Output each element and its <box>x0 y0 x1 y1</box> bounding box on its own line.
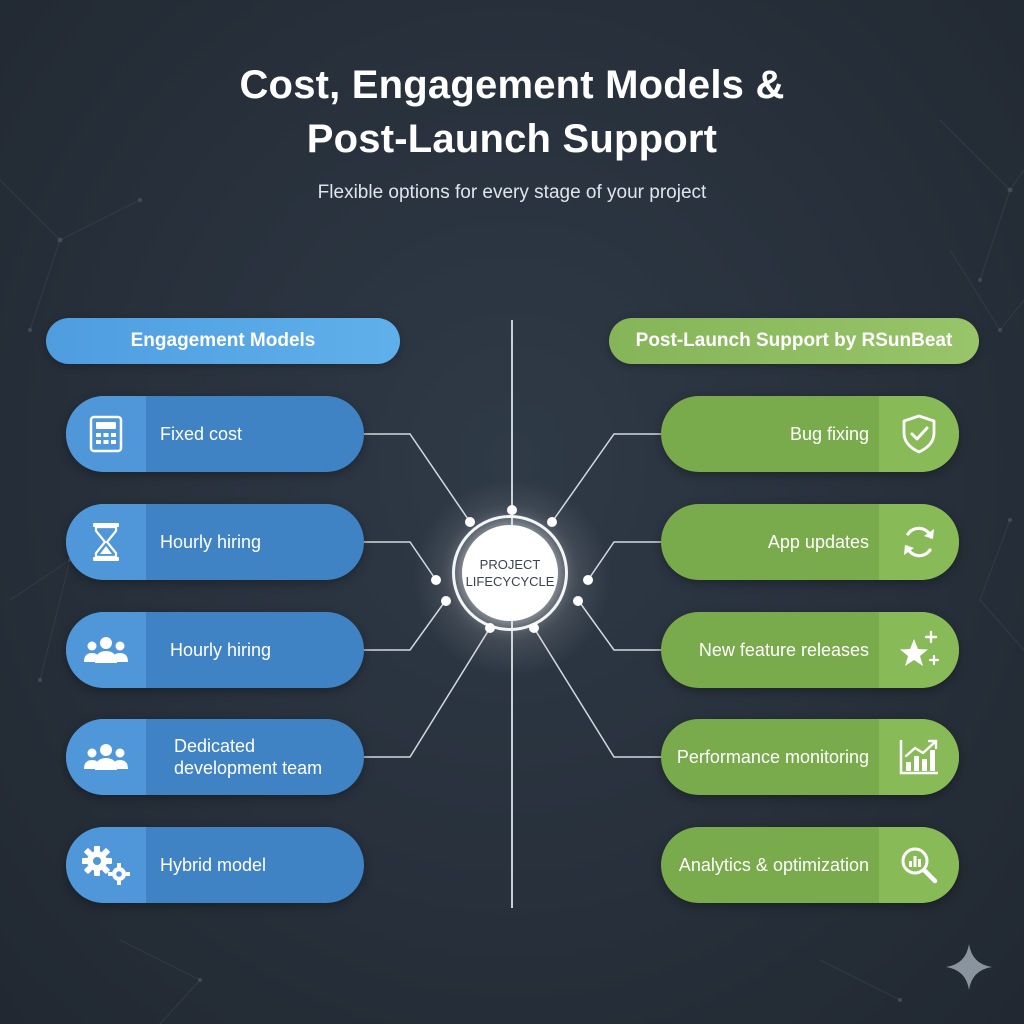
support-item-label: Analytics & optimization <box>678 855 869 875</box>
engagement-item-label: Hybrid model <box>160 855 267 875</box>
project-lifecycle-hub: PROJECT LIFECYCYCLE <box>462 525 558 621</box>
page-subtitle: Flexible options for every stage of your… <box>317 182 707 203</box>
engagement-item-fixed-cost: Fixed cost <box>66 396 364 472</box>
hub-label-line-2: LIFECYCYCLE <box>465 574 555 589</box>
engagement-item-label: Dedicated development team <box>174 736 323 778</box>
hub-node <box>547 517 557 527</box>
hub-ring <box>452 515 568 631</box>
magnifier-chart-icon <box>901 847 938 884</box>
support-item-label: Bug fixing <box>789 424 869 444</box>
hub-node <box>431 575 441 585</box>
page-title-line-2: Post-Launch Support <box>306 117 718 161</box>
support-item-label: Performance monitoring <box>676 747 869 767</box>
refresh-icon <box>904 526 934 558</box>
support-item-app-updates: App updates <box>661 504 959 580</box>
hub-node <box>485 623 495 633</box>
support-item-label: App updates <box>767 532 869 552</box>
support-item-analytics-optimization: Analytics & optimization <box>661 827 959 903</box>
engagement-item-hourly-hiring: Hourly hiring <box>66 504 364 580</box>
page-title-line-1: Cost, Engagement Models & <box>239 63 785 107</box>
hub-node <box>529 623 539 633</box>
hub-label-line-1: PROJECT <box>479 557 541 572</box>
team-icon <box>84 637 128 663</box>
calculator-icon <box>89 415 123 453</box>
post-launch-support-header: Post-Launch Support by RSunBeat <box>609 318 979 364</box>
bar-chart-icon <box>899 739 938 775</box>
support-item-new-feature-releases: New feature releases <box>661 612 959 688</box>
engagement-item-dedicated-team: Dedicated development team <box>66 719 364 795</box>
star-sparkle-icon <box>900 630 940 666</box>
engagement-item-hybrid-model: Hybrid model <box>66 827 364 903</box>
team-icon <box>84 744 128 770</box>
engagement-item-label: Fixed cost <box>160 424 243 444</box>
support-item-performance-monitoring: Performance monitoring <box>661 719 959 795</box>
page-title: Cost, Engagement Models & Post-Launch Su… <box>0 58 1024 166</box>
hourglass-icon <box>93 523 119 561</box>
engagement-item-hourly-hiring-team: Hourly hiring <box>66 612 364 688</box>
hub-node <box>441 596 451 606</box>
shield-check-icon <box>902 414 936 454</box>
gears-icon <box>82 846 130 885</box>
hub-node <box>583 575 593 585</box>
engagement-item-label: Hourly hiring <box>160 532 262 552</box>
support-item-bug-fixing: Bug fixing <box>661 396 959 472</box>
hub-node <box>573 596 583 606</box>
hub-node <box>507 505 517 515</box>
sparkle-icon <box>946 944 992 990</box>
engagement-item-label: Hourly hiring <box>170 640 272 660</box>
engagement-models-header: Engagement Models <box>46 318 400 364</box>
hub-node <box>465 517 475 527</box>
support-item-label: New feature releases <box>698 640 869 660</box>
